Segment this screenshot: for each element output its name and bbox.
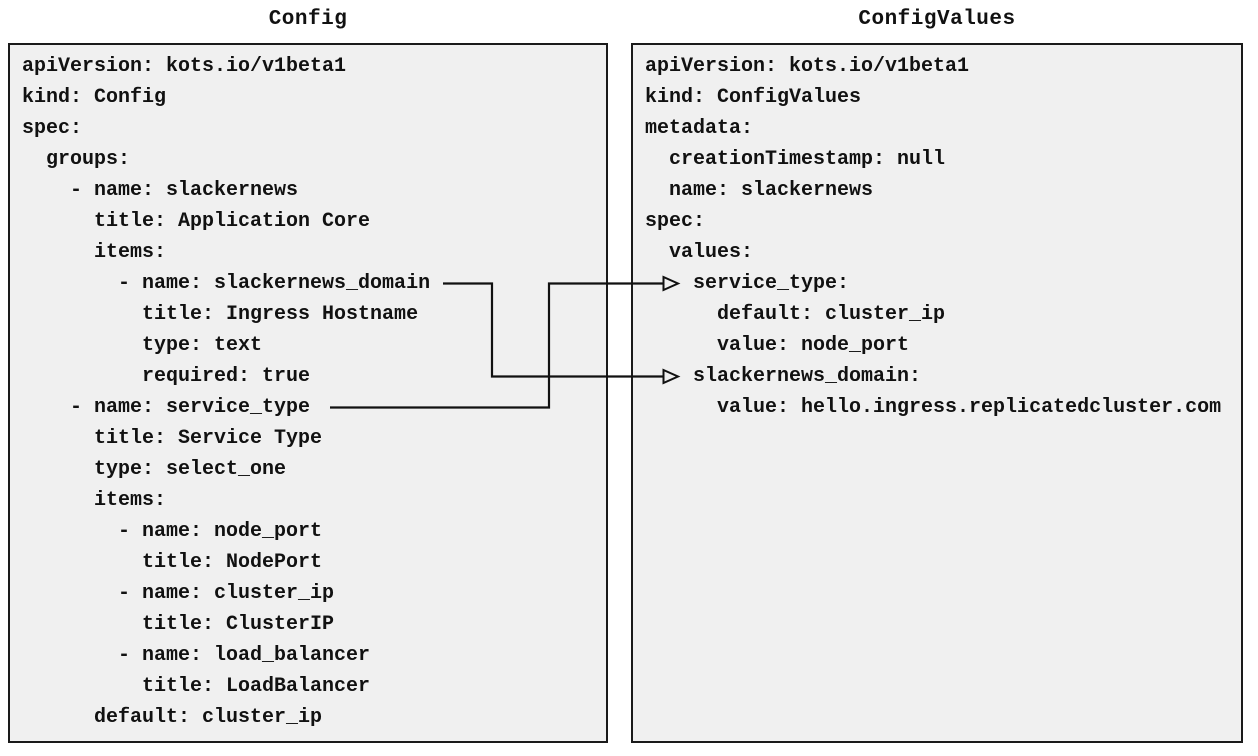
yaml-line: title: NodePort — [22, 551, 323, 574]
yaml-line: value: hello.ingress.replicatedcluster.c… — [645, 396, 1222, 419]
yaml-line: - name: cluster_ip — [22, 582, 335, 605]
configvalues-yaml-box: apiVersion: kots.io/v1beta1 kind: ConfigV… — [631, 43, 1243, 743]
yaml-line: spec: — [22, 117, 83, 140]
configvalues-panel-title: ConfigValues — [858, 8, 1016, 31]
yaml-line: default: cluster_ip — [22, 706, 323, 729]
yaml-line: kind: Config — [22, 86, 167, 109]
yaml-line: spec: — [645, 210, 706, 233]
yaml-line: title: ClusterIP — [22, 613, 335, 636]
yaml-line: title: Ingress Hostname — [22, 303, 419, 326]
yaml-line: - name: service_type — [22, 396, 311, 419]
yaml-line: value: node_port — [645, 334, 910, 357]
yaml-line: creationTimestamp: null — [645, 148, 946, 171]
yaml-line: slackernews_domain: — [645, 365, 922, 388]
configvalues-yaml-code: apiVersion: kots.io/v1beta1 kind: ConfigV… — [633, 45, 1241, 423]
yaml-line: - name: slackernews — [22, 179, 299, 202]
yaml-line: type: select_one — [22, 458, 287, 481]
yaml-line: type: text — [22, 334, 263, 357]
yaml-line: default: cluster_ip — [645, 303, 946, 326]
yaml-line: title: Application Core — [22, 210, 371, 233]
yaml-line: kind: ConfigValues — [645, 86, 862, 109]
config-panel-title: Config — [268, 8, 348, 31]
yaml-line: values: — [645, 241, 754, 264]
yaml-line: apiVersion: kots.io/v1beta1 — [22, 55, 347, 78]
yaml-line: groups: — [22, 148, 131, 171]
config-yaml-box: apiVersion: kots.io/v1beta1 kind: Config s… — [8, 43, 608, 743]
yaml-line: apiVersion: kots.io/v1beta1 — [645, 55, 970, 78]
yaml-line: - name: slackernews_domain — [22, 272, 431, 295]
yaml-line: service_type: — [645, 272, 850, 295]
yaml-line: title: LoadBalancer — [22, 675, 371, 698]
config-yaml-code: apiVersion: kots.io/v1beta1 kind: Config s… — [10, 45, 606, 733]
yaml-line: items: — [22, 241, 167, 264]
yaml-line: items: — [22, 489, 167, 512]
yaml-line: name: slackernews — [645, 179, 874, 202]
yaml-line: - name: node_port — [22, 520, 323, 543]
yaml-line: title: Service Type — [22, 427, 323, 450]
yaml-line: - name: load_balancer — [22, 644, 371, 667]
yaml-line: required: true — [22, 365, 311, 388]
yaml-line: metadata: — [645, 117, 754, 140]
